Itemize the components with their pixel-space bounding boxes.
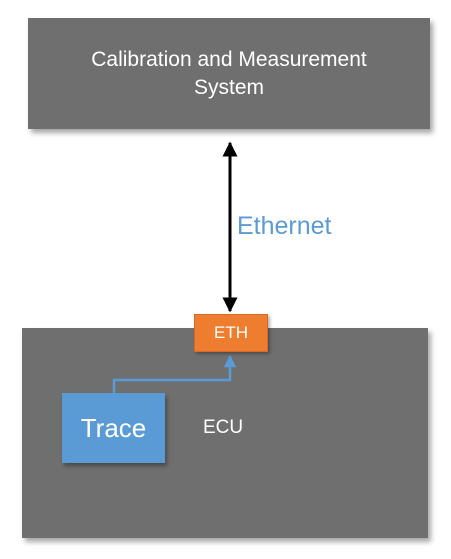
trace-box: Trace: [62, 393, 165, 463]
cms-label-line1: Calibration and Measurement: [91, 47, 367, 71]
eth-port-box: ETH: [194, 314, 268, 352]
ecu-label: ECU: [203, 417, 244, 438]
cms-label-line2: System: [193, 75, 264, 99]
ethernet-label: Ethernet: [237, 212, 332, 240]
trace-to-eth-arrow: [112, 354, 237, 393]
calibration-measurement-system-box: Calibration and Measurement System: [28, 18, 430, 129]
eth-label: ETH: [214, 323, 248, 342]
trace-label: Trace: [80, 412, 147, 443]
